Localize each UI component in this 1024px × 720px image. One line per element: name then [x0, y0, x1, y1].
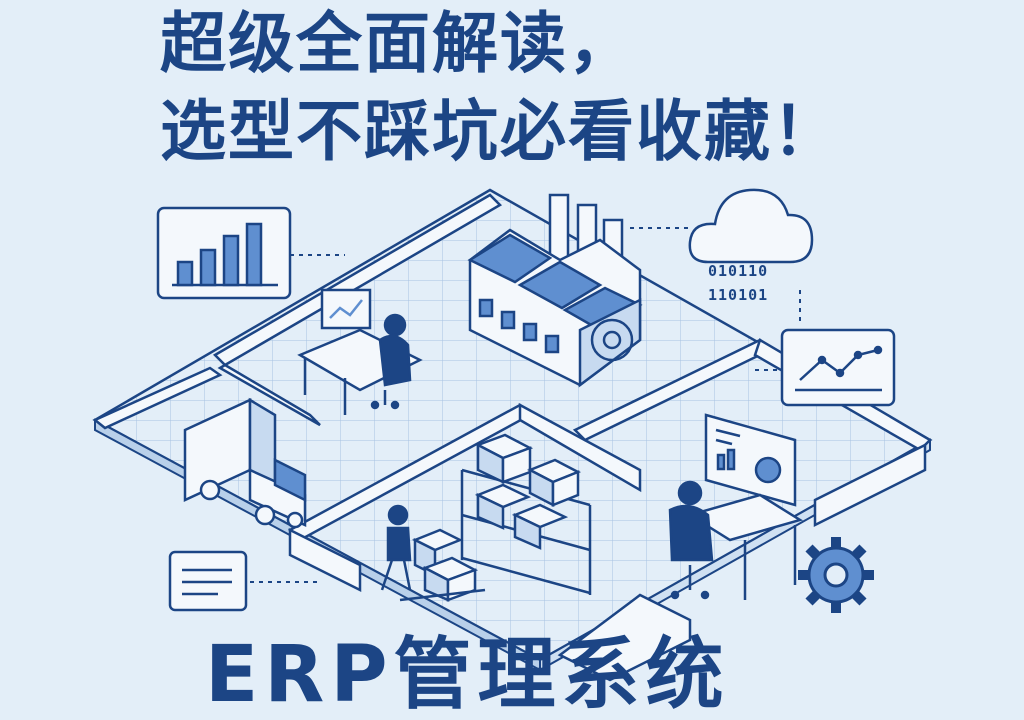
document-icon	[168, 550, 248, 612]
line-chart-icon	[780, 328, 896, 407]
analyst-workstation	[668, 413, 804, 600]
truck-icon	[183, 397, 307, 529]
gear-icon	[798, 537, 874, 613]
headline-line-2: 选型不踩坑必看收藏！	[160, 93, 840, 170]
binary-code-line-2: 110101	[708, 286, 769, 304]
binary-code-line-1: 010110	[708, 262, 769, 280]
bar-chart-icon	[156, 206, 292, 300]
factory-icon	[467, 193, 643, 388]
office-worker-desk	[297, 288, 423, 415]
connector-lines	[250, 227, 801, 583]
cloud-icon	[688, 188, 814, 264]
warehouse-shelves	[460, 433, 592, 595]
erp-illustration	[92, 188, 933, 682]
headline-line-1: 超级全面解读，	[160, 5, 636, 82]
warehouse-worker	[380, 504, 486, 602]
product-title: ERP管理系统	[205, 630, 730, 720]
